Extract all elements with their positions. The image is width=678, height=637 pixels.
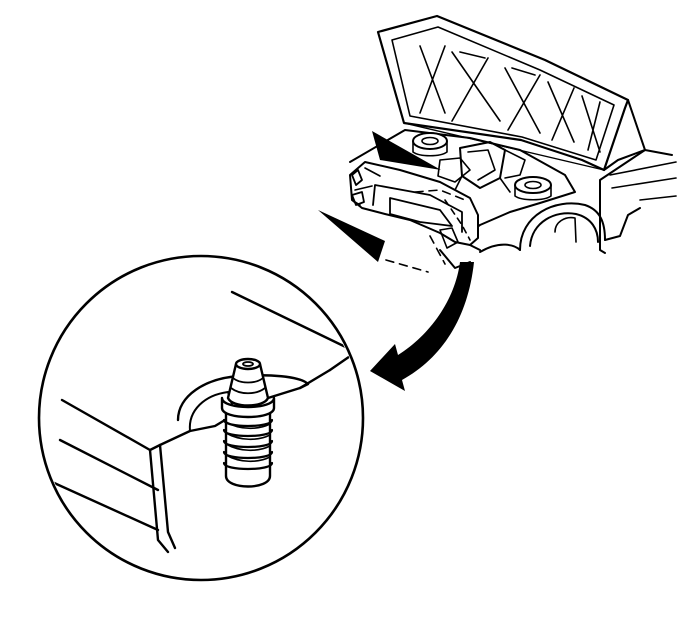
- engine-bay: [349, 129, 576, 273]
- detail-callout-arrow: [370, 262, 474, 391]
- pointer-arrow-upper: [372, 131, 441, 170]
- hood-bumper-stop: [220, 357, 276, 488]
- car-body: [479, 99, 677, 254]
- detail-magnifier-circle: [37, 254, 365, 582]
- open-hood: [376, 14, 630, 172]
- pointer-arrow-lower: [318, 210, 385, 262]
- vehicle-front-end-hood-open: [318, 14, 677, 273]
